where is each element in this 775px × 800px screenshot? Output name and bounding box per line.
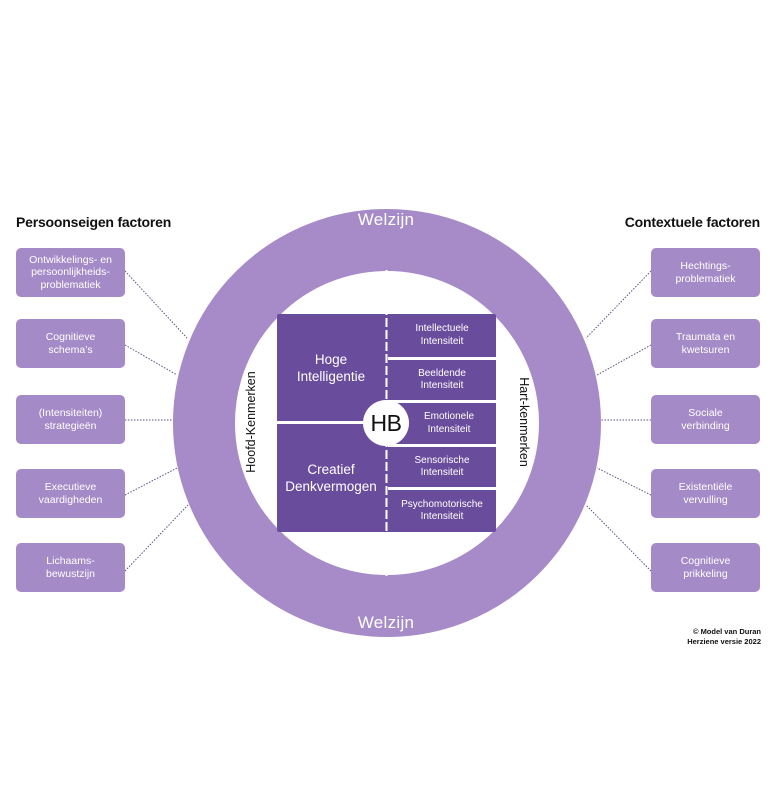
core-cell-sensorische-intensiteit: Sensorische Intensiteit (414, 454, 470, 479)
separator-1 (388, 357, 496, 360)
separator-3 (388, 444, 496, 447)
left-factor-box: Cognitieve schema’s (16, 319, 125, 368)
connector-left-5 (124, 504, 189, 572)
left-connectors (124, 270, 189, 572)
core-cell-hoge-intelligentie: Hoge Intelligentie (296, 351, 366, 384)
credits: © Model van Duran Herziene versie 2022 (687, 627, 761, 646)
hb-circle (363, 400, 409, 446)
welzijn-bottom-label: Welzijn (357, 613, 415, 632)
right-panel-title: Contextuele factoren (624, 214, 760, 230)
right-factor-box: Existentiële vervulling (651, 469, 760, 518)
core-cell-intellectuele-intensiteit: Intellectuele Intensiteit (415, 323, 469, 347)
right-connectors (585, 270, 652, 572)
connector-right-1 (585, 270, 652, 339)
hoofd-kenmerken-label: Hoofd-Kenmerken (244, 371, 258, 473)
right-factor-box: Hechtings- problematiek (651, 248, 760, 297)
left-factor-box: (Intensiteiten) strategieën (16, 395, 125, 444)
core-separators (277, 357, 496, 490)
welzijn-top-label: Welzijn (357, 210, 415, 229)
right-factor-box: Cognitieve prikkeling (651, 543, 760, 592)
connector-right-5 (585, 504, 652, 572)
left-factor-box: Ontwikkelings- en persoonlijkheids- prob… (16, 248, 125, 297)
connector-left-1 (124, 270, 188, 339)
connector-right-4 (596, 467, 652, 496)
core-cell-beeldende-intensiteit: Beeldende Intensiteit (418, 367, 466, 392)
right-factor-box: Traumata en kwetsuren (651, 319, 760, 368)
right-factor-box: Sociale verbinding (651, 395, 760, 444)
credits-line-1: © Model van Duran (692, 627, 761, 636)
left-factor-box: Executieve vaardigheden (16, 469, 125, 518)
connector-right-2 (596, 344, 652, 376)
separator-left (277, 421, 385, 424)
left-factor-box: Lichaams- bewustzijn (16, 543, 125, 592)
hart-kenmerken-label: Hart-kenmerken (517, 377, 531, 467)
core-cell-creatief-denkvermogen: Creatief Denkvermogen (285, 462, 377, 494)
welzijn-ring (173, 209, 601, 637)
left-panel-title: Persoonseigen factoren (16, 214, 172, 230)
connector-left-4 (124, 467, 178, 496)
separator-4 (388, 487, 496, 490)
separator-2 (388, 400, 496, 403)
connector-left-2 (124, 344, 178, 376)
hb-center-label: HB (370, 409, 402, 436)
core-cell-psychomotorische-intensiteit: Psychomotorische Intensiteit (401, 498, 483, 523)
core-cell-emotionele-intensiteit: Emotionele Intensiteit (423, 411, 475, 435)
credits-line-2: Herziene versie 2022 (687, 636, 761, 646)
